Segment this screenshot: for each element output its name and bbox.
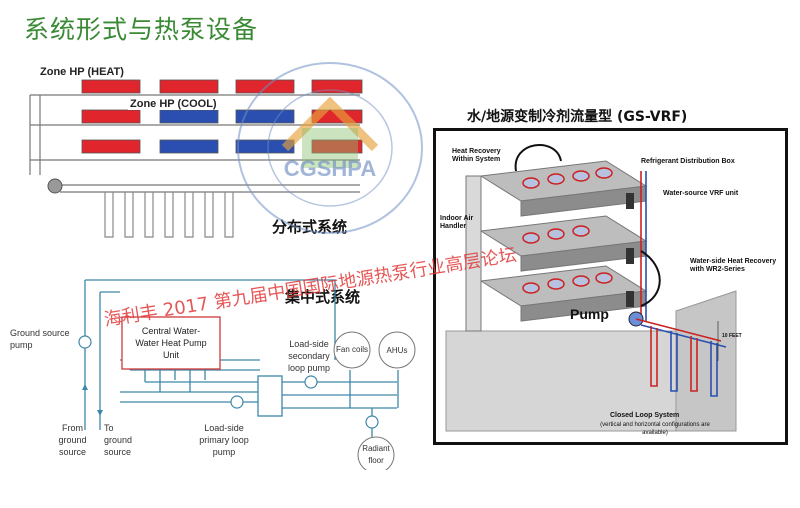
- vrf-building-diagram: [445, 144, 737, 432]
- cgshpa-logo-text: CGSHPA: [284, 156, 377, 181]
- heat-exchanger: [257, 375, 283, 417]
- heat-unit: [81, 109, 141, 124]
- primary-pump-icon: [230, 395, 244, 409]
- water-source-unit-label: Water-source VRF unit: [663, 190, 739, 197]
- indoor-air-handler-label: Indoor Air Handler: [440, 215, 474, 230]
- refrigerant-box-label: Refrigerant Distribution Box: [641, 158, 735, 165]
- vrf-panel-title: 水/地源变制冷剂流量型 (GS-VRF): [467, 109, 688, 125]
- radiant-pump-icon: [365, 415, 379, 429]
- closed-loop-label: Closed Loop System: [610, 412, 680, 419]
- radiant-floor-circle: [357, 436, 395, 470]
- load-side-secondary-label: Load-side secondary loop pump: [287, 339, 331, 373]
- ten-feet-label: 10 FEET: [722, 333, 742, 339]
- closed-loop-note: (vertical and horizontal configurations …: [600, 422, 710, 436]
- ahus-label: AHUs: [386, 346, 408, 355]
- pump-icon: [47, 178, 63, 194]
- heat-unit: [311, 139, 363, 154]
- central-unit-label: Central Water-Water Heat Pump Unit: [135, 326, 207, 360]
- vrf-pump-label: Pump: [570, 306, 609, 322]
- central-caption: 集中式系统: [285, 288, 361, 306]
- secondary-pump-icon: [304, 375, 318, 389]
- to-ground-source-label: To ground source: [104, 423, 133, 457]
- heat-recovery-within-label: Heat Recovery Within System: [452, 148, 501, 163]
- ahus-circle: [378, 331, 416, 369]
- cool-unit: [235, 139, 295, 154]
- slide-title: 系统形式与热泵设备: [24, 15, 259, 44]
- distributed-caption: 分布式系统: [272, 218, 348, 236]
- radiant-floor-label: Radiant floor: [362, 444, 390, 465]
- fan-coils-label: Fan coils: [335, 345, 368, 354]
- central-system-diagram: [78, 279, 416, 470]
- cool-unit: [159, 109, 219, 124]
- water-side-recovery-label: Water-side Heat Recovery with WR2-Series: [690, 258, 777, 273]
- ground-pump-icon: [78, 335, 92, 349]
- heat-unit: [81, 139, 141, 154]
- cool-unit: [159, 139, 219, 154]
- load-side-primary-label: Load-side primary loop pump: [199, 423, 249, 457]
- fan-coils-circle: [333, 331, 371, 369]
- central-unit-box: [121, 316, 221, 370]
- zone-heat-label: Zone HP (HEAT): [40, 66, 124, 78]
- cgshpa-seal: CGSHPA: [237, 62, 423, 234]
- ground-source-pump-label: Ground source pump: [10, 328, 70, 350]
- ground-loops: [104, 192, 234, 238]
- zone-cool-label: Zone HP (COOL): [128, 98, 219, 110]
- from-ground-source-label: From ground source: [58, 423, 87, 457]
